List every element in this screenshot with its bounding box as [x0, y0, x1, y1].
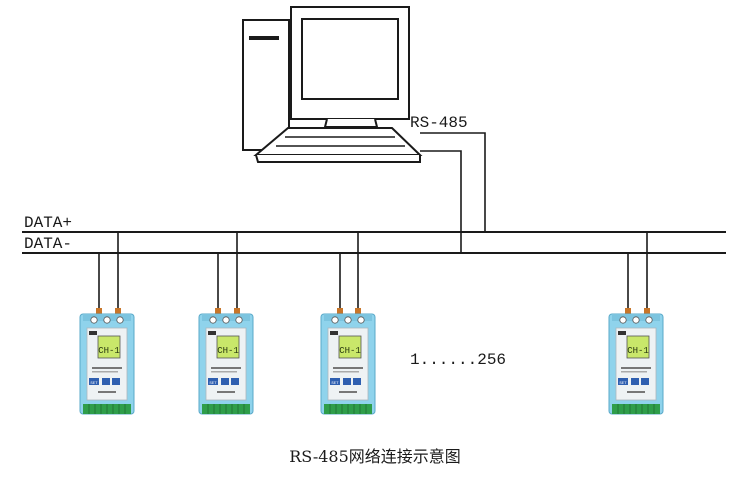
device-set-key: SET [90, 382, 98, 386]
data-minus-label: DATA- [24, 235, 72, 253]
rs485-link-cable [420, 132, 486, 253]
device-lcd-text: CH-1 [217, 346, 239, 356]
device-range-label: 1......256 [410, 351, 506, 369]
data-plus-label: DATA+ [24, 214, 72, 232]
controller-device-256: CH-1 SET [608, 313, 664, 415]
device-lcd-text: CH-1 [339, 346, 361, 356]
rs485-link-label: RS-485 [410, 114, 468, 132]
device-drop-lines [98, 232, 648, 314]
computer-icon [242, 6, 423, 163]
device-set-key: SET [209, 382, 217, 386]
device-lcd-text: CH-1 [627, 346, 649, 356]
controller-device-1: CH-1 SET [79, 313, 135, 415]
device-set-key: SET [619, 382, 627, 386]
diagram-caption: RS-485网络连接示意图 [289, 447, 461, 466]
device-set-key: SET [331, 382, 339, 386]
controller-device-2: CH-1 SET [198, 313, 254, 415]
device-lcd-text: CH-1 [98, 346, 120, 356]
terminal-posts [96, 308, 650, 317]
controller-device-3: CH-1 SET [320, 313, 376, 415]
